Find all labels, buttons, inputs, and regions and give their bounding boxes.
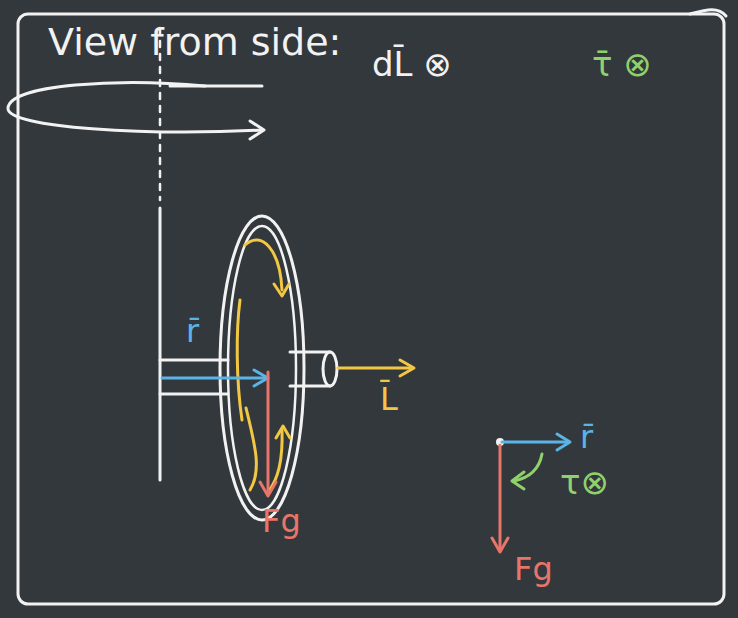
torque-label: τ⊗ (560, 464, 609, 501)
r-vector (502, 441, 568, 444)
precession-arrow (170, 85, 262, 88)
spin-arrow (237, 300, 242, 420)
axle-hub (323, 352, 337, 386)
dl-direction: dL̄ ⊗ (372, 46, 452, 83)
frame-curl (690, 10, 726, 16)
fg-label: Fg (514, 552, 553, 587)
torque-direction: τ̄ ⊗ (592, 46, 652, 83)
post (159, 208, 162, 480)
gravity-vector (267, 372, 270, 494)
arrowhead (250, 121, 264, 139)
arrowhead (400, 360, 414, 376)
fg-label: Fg (262, 504, 301, 539)
arrowhead (276, 426, 290, 438)
arrowhead (260, 482, 276, 496)
wheel-disk (220, 216, 304, 520)
arrowhead (512, 472, 524, 489)
rod (160, 359, 228, 362)
arrowhead (254, 370, 268, 386)
r-vector (162, 377, 266, 380)
spin-arrow (245, 240, 282, 290)
r-label: r̄ (580, 420, 593, 455)
rod (160, 393, 228, 396)
arrowhead (492, 538, 508, 552)
l-label: L̄ (380, 382, 398, 417)
arrowhead (557, 434, 570, 450)
spin-arrow (246, 408, 256, 490)
arrowhead (274, 284, 289, 296)
angular-momentum-vector (338, 367, 412, 370)
gravity-vector (499, 445, 502, 550)
r-label: r̄ (186, 314, 199, 349)
title: View from side: (48, 22, 341, 64)
frame (18, 14, 724, 604)
precession-arrow (8, 83, 262, 132)
wheel-disk (228, 226, 296, 510)
